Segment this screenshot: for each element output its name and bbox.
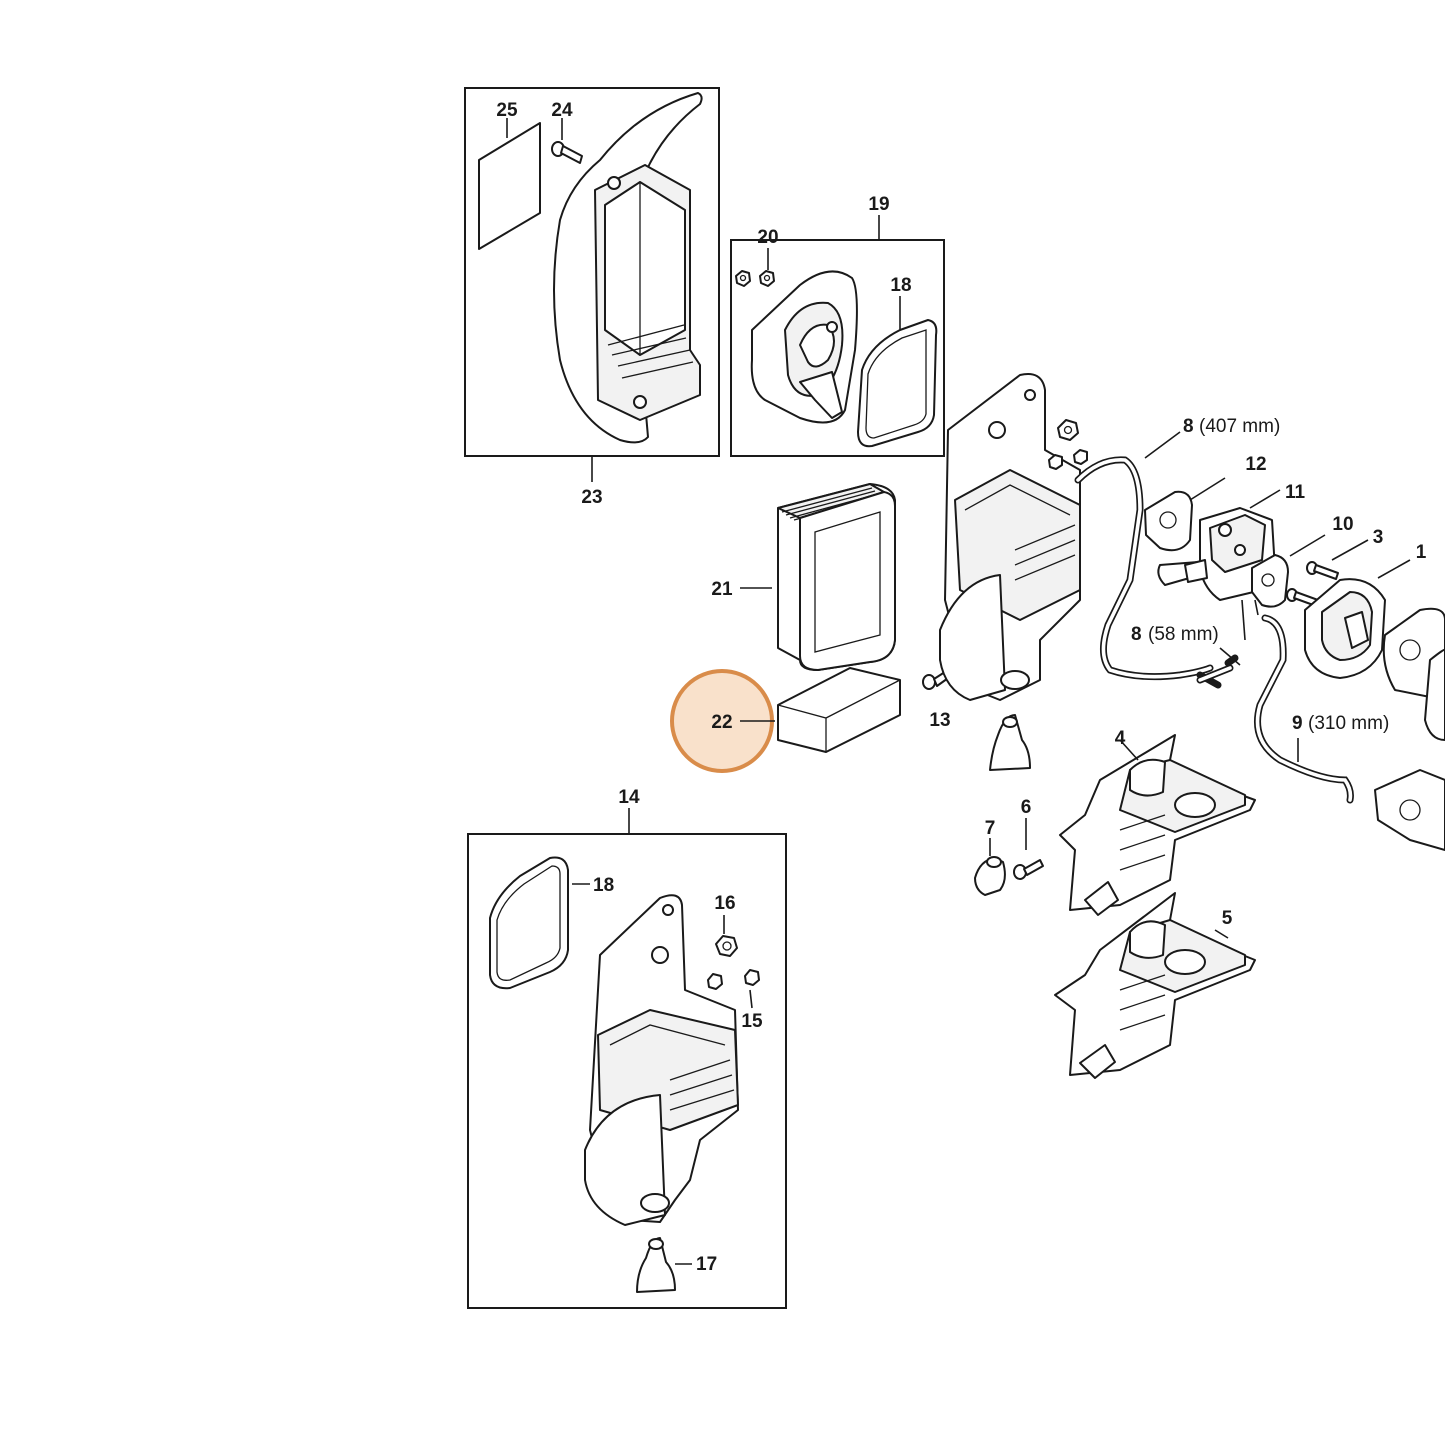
label-12: 12	[1245, 454, 1266, 475]
label-21: 21	[711, 579, 733, 600]
part-14-base[interactable]	[584, 894, 739, 1226]
label-19: 19	[868, 194, 889, 215]
label-8-mid-length: (58 mm)	[1148, 624, 1219, 645]
label-11: 11	[1285, 482, 1306, 503]
part-19-housing[interactable]	[750, 270, 858, 424]
part-15-nuts[interactable]	[707, 969, 760, 1009]
part-17-fitting[interactable]	[636, 1237, 692, 1293]
part-9-hose-310mm[interactable]	[1254, 614, 1354, 804]
part-10-gasket[interactable]	[1251, 534, 1326, 608]
label-8-mid: 8	[1131, 624, 1142, 645]
label-18-bottom: 18	[593, 875, 614, 896]
label-22: 22	[711, 712, 732, 733]
label-10: 10	[1332, 514, 1353, 535]
label-3: 3	[1373, 527, 1384, 548]
part-18-gasket-top[interactable]	[857, 319, 938, 448]
part-22-prefilter[interactable]	[777, 667, 901, 753]
part-8-hose-407mm[interactable]	[1074, 431, 1214, 681]
assembly-box-19	[730, 215, 945, 457]
part-23-filter-cover[interactable]	[553, 92, 703, 444]
label-17: 17	[696, 1254, 717, 1275]
label-20: 20	[757, 227, 778, 248]
part-25-gasket[interactable]	[478, 122, 541, 250]
part-carburetor-base	[939, 373, 1081, 771]
label-15: 15	[741, 1011, 763, 1032]
part-24-screw[interactable]	[551, 118, 583, 164]
part-right-edge-components	[1374, 607, 1445, 851]
label-9: 9	[1292, 713, 1303, 734]
assembly-box-14	[467, 808, 787, 1309]
part-21-air-filter[interactable]	[740, 483, 896, 671]
label-24: 24	[551, 100, 573, 121]
label-16: 16	[714, 893, 735, 914]
part-8-hose-58mm[interactable]	[1196, 647, 1241, 689]
part-labels: 25 24 23 19 20 18 21 22 13 14 18 16 15 1…	[496, 100, 1426, 1275]
part-1-intake-flange[interactable]	[1304, 559, 1411, 679]
label-14: 14	[618, 787, 640, 808]
label-13: 13	[929, 710, 950, 731]
label-9-length: (310 mm)	[1308, 713, 1389, 734]
label-7: 7	[985, 818, 996, 839]
label-6: 6	[1021, 797, 1032, 818]
label-18-top: 18	[890, 275, 911, 296]
part-7-knob[interactable]	[974, 838, 1006, 896]
part-5-shroud[interactable]	[1054, 892, 1256, 1079]
part-16-fitting[interactable]	[715, 915, 738, 957]
part-12-gasket[interactable]	[1144, 477, 1226, 552]
label-8-top: 8	[1183, 416, 1194, 437]
part-18-gasket-bottom[interactable]	[489, 856, 569, 990]
part-fittings	[1048, 419, 1088, 470]
assembly-box-23	[464, 87, 720, 482]
label-5: 5	[1222, 908, 1233, 929]
label-1: 1	[1416, 542, 1427, 563]
part-4-shroud[interactable]	[1059, 734, 1256, 916]
label-4: 4	[1115, 728, 1126, 749]
label-25: 25	[496, 100, 518, 121]
part-3-screws[interactable]	[1286, 539, 1369, 607]
part-6-screw[interactable]	[1013, 818, 1044, 880]
label-8-top-length: (407 mm)	[1199, 416, 1280, 437]
label-23: 23	[581, 487, 602, 508]
part-20-nuts[interactable]	[735, 248, 775, 287]
